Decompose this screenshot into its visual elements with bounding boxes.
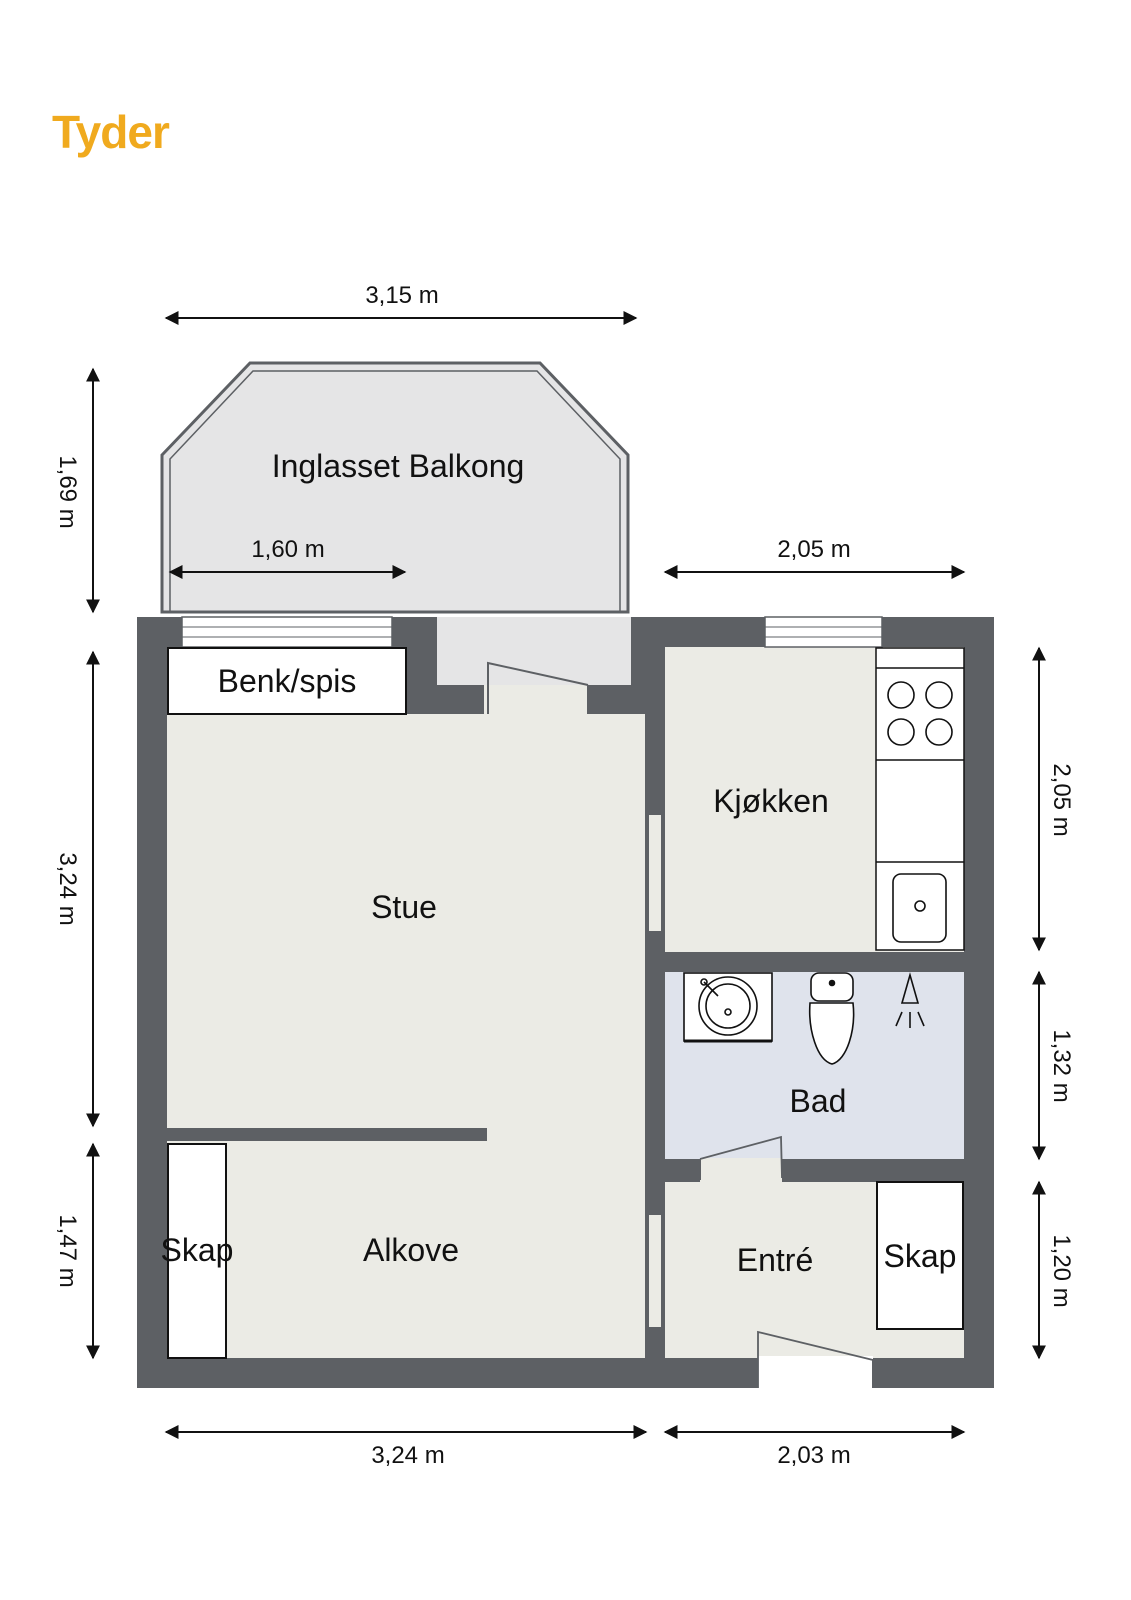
dim-left-alkove-depth: 1,47 m	[54, 1214, 81, 1287]
interior-walls	[167, 714, 964, 1358]
shower-icon	[895, 972, 925, 1028]
kitchen-sink-icon	[892, 873, 947, 943]
room-label-skap-right: Skap	[884, 1238, 957, 1274]
dim-right-bad-depth: 1,32 m	[1048, 1029, 1075, 1102]
kitchen-counter	[875, 647, 965, 951]
dim-left-balcony-depth: 1,69 m	[54, 455, 81, 528]
room-label-stue: Stue	[371, 889, 437, 925]
dim-left-stue-depth: 3,24 m	[54, 852, 81, 925]
dim-bottom-right-width: 2,03 m	[777, 1442, 850, 1469]
room-label-kjokken: Kjøkken	[713, 783, 829, 819]
closet-right	[876, 1181, 964, 1330]
dim-right-entre-depth: 1,20 m	[1048, 1234, 1075, 1307]
room-label-benk: Benk/spis	[218, 663, 357, 699]
dim-balcony-inner: 1,60 m	[251, 536, 324, 563]
dim-right-kitchen-depth: 2,05 m	[1048, 763, 1075, 836]
dim-top-balcony-width: 3,15 m	[365, 282, 438, 309]
room-label-skap-left: Skap	[161, 1232, 234, 1268]
dimension-lines	[86, 311, 1046, 1439]
room-label-alkove: Alkove	[363, 1232, 459, 1268]
benk-spis-bench	[167, 647, 407, 715]
dim-bottom-left-width: 3,24 m	[371, 1442, 444, 1469]
toilet-icon	[808, 972, 855, 1065]
room-label-entre: Entré	[737, 1242, 813, 1278]
closet-left	[167, 1143, 227, 1359]
brand-logo: Tyder	[52, 106, 170, 158]
room-label-bad: Bad	[790, 1083, 847, 1119]
stove-icon	[887, 681, 953, 746]
balcony	[160, 361, 630, 614]
bathroom-sink-icon	[683, 972, 773, 1043]
doors	[484, 661, 874, 1388]
dim-kitchen-width-top: 2,05 m	[777, 536, 850, 563]
room-label-balkong: Inglasset Balkong	[272, 448, 525, 484]
windows	[181, 616, 883, 648]
